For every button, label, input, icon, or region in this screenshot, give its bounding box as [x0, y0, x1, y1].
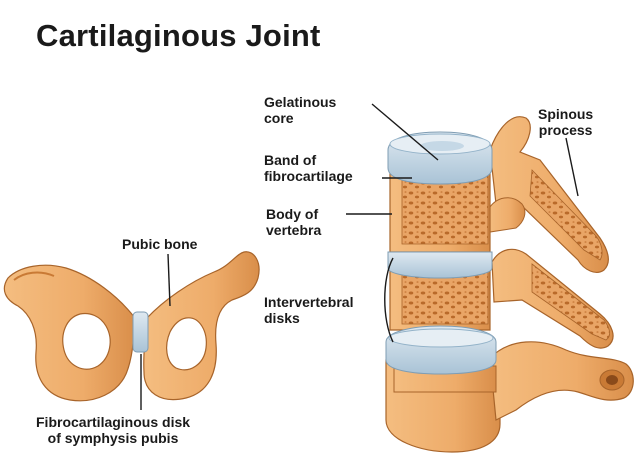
- label-fibrocartilaginous-disk: Fibrocartilaginous disk of symphysis pub…: [36, 414, 191, 446]
- spinous-processes: [487, 116, 614, 349]
- leader-lines: [140, 103, 579, 410]
- label-intervertebral-disks: Intervertebral disks: [264, 294, 354, 326]
- pubic-bone-left: [3, 264, 136, 402]
- label-body-of-vertebra: Body of vertebra: [266, 206, 322, 238]
- label-gelatinous-core: Gelatinous core: [264, 94, 337, 126]
- label-spinous-process: Spinous process: [538, 106, 594, 138]
- fibrocartilaginous-disk-shape: [132, 311, 149, 353]
- pubic-bone-right: [143, 251, 260, 401]
- label-band-of-fibrocartilage: Band of fibrocartilage: [264, 152, 353, 184]
- vertebral-bodies: [389, 161, 497, 393]
- intervertebral-disk-shapes: [385, 131, 497, 375]
- diagram-title: Cartilaginous Joint: [36, 18, 321, 53]
- label-pubic-bone: Pubic bone: [122, 236, 198, 252]
